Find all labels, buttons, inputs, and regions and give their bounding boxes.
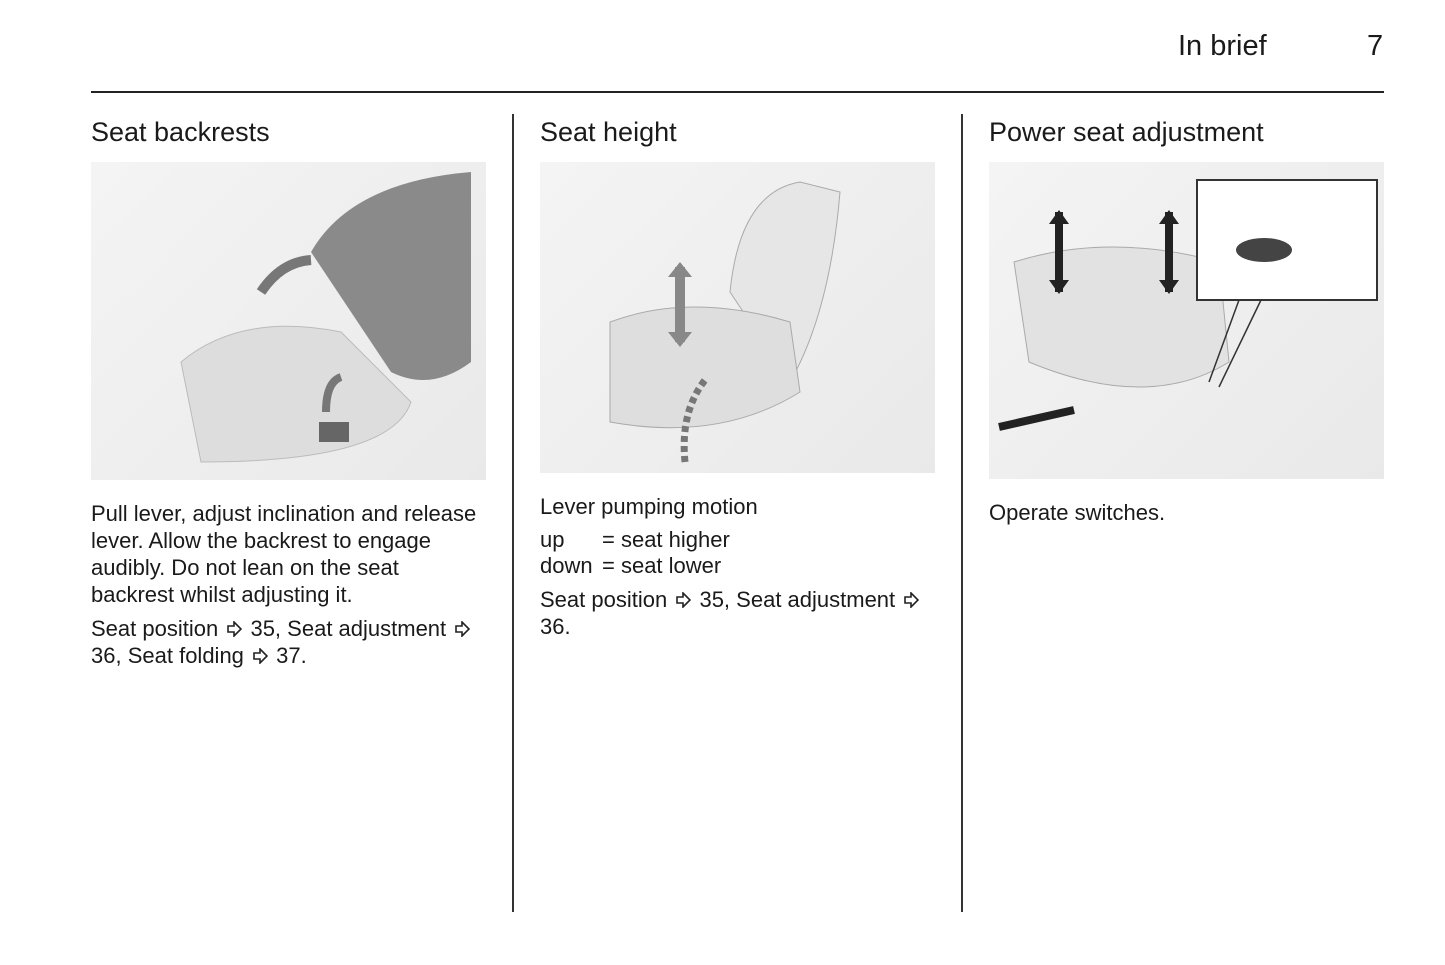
column-divider [512, 114, 514, 912]
ref-link-seat-position[interactable]: 35, [699, 587, 731, 612]
instruction-text: Lever pumping motion [540, 494, 758, 519]
table-value: = seat lower [602, 553, 722, 578]
seat-height-illustration [540, 162, 935, 473]
ref-label: Seat position [91, 616, 219, 641]
column-divider [961, 114, 963, 912]
arrow-right-outline-icon [904, 592, 920, 608]
arrow-right-outline-icon [455, 621, 471, 637]
instruction-text: Pull lever, adjust inclination and relea… [91, 501, 477, 607]
page-number: 7 [1367, 30, 1384, 62]
cross-references: Seat position 35, Seat adjustment 36. [540, 586, 935, 640]
ref-label: Seat adjustment [736, 587, 896, 612]
section-heading: Seat height [540, 117, 677, 147]
cross-references: Seat position 35, Seat adjustment 36, Se… [91, 615, 486, 669]
section-heading: Seat backrests [91, 117, 270, 147]
header-rule [91, 91, 1384, 93]
instruction-text: Operate switches. [989, 500, 1166, 525]
ref-link-seat-adjustment[interactable]: 36, [91, 643, 122, 668]
ref-link-seat-folding[interactable]: 37. [276, 643, 307, 668]
table-key: down [540, 553, 593, 578]
table-key: up [540, 527, 565, 552]
arrow-right-outline-icon [253, 648, 269, 664]
lever-table: up = seat higher down = seat lower [540, 527, 935, 579]
ref-link-seat-adjustment[interactable]: 36. [540, 614, 571, 639]
arrow-right-outline-icon [676, 592, 692, 608]
section-seat-backrests: Seat backrests Pull lever, adjust inclin… [91, 114, 486, 676]
table-value: = seat higher [602, 527, 730, 552]
section-seat-height: Seat height Lever pumping motion up = sea… [540, 114, 935, 647]
section-power-seat-adjustment: Power seat adjustment Operate switches. [989, 114, 1384, 533]
arrow-right-outline-icon [227, 621, 243, 637]
ref-label: Seat folding [127, 643, 244, 668]
ref-link-seat-position[interactable]: 35, [250, 616, 282, 641]
seat-backrest-illustration [91, 162, 486, 480]
ref-label: Seat position [540, 587, 668, 612]
section-title: In brief [1178, 30, 1267, 62]
section-heading: Power seat adjustment [989, 117, 1264, 147]
ref-label: Seat adjustment [287, 616, 447, 641]
power-seat-illustration [989, 162, 1384, 479]
